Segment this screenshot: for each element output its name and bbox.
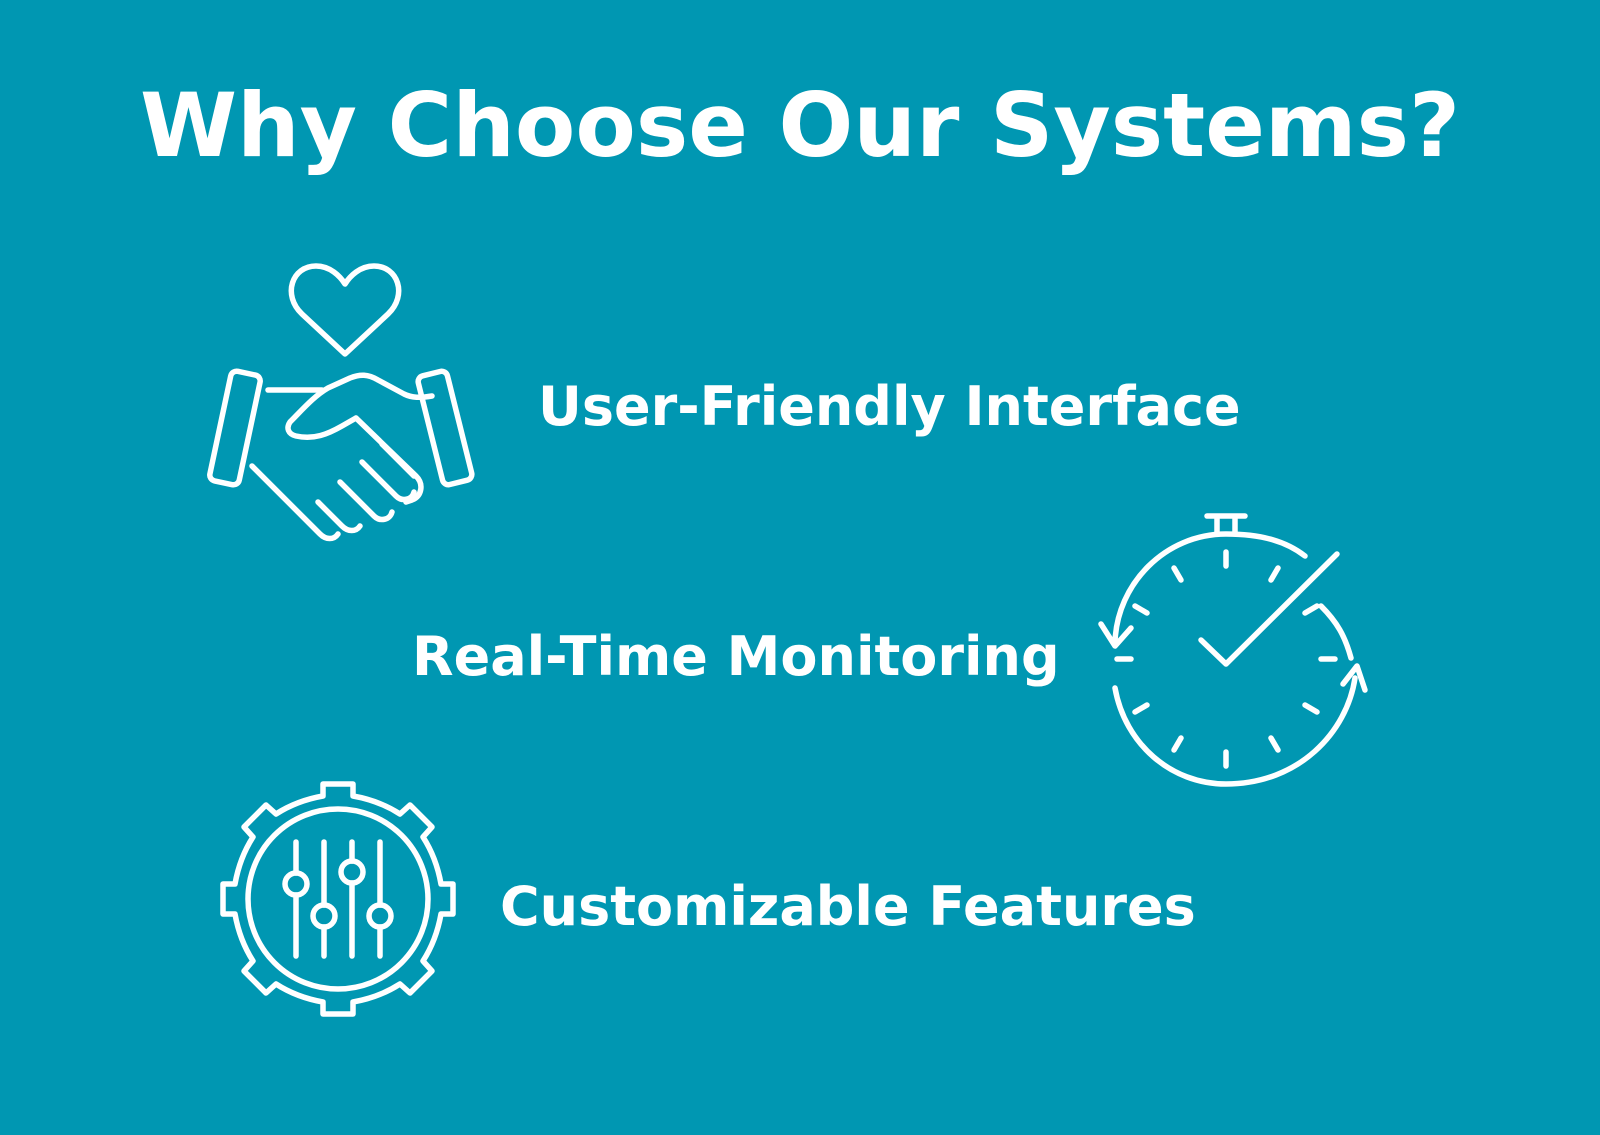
feature-label-user-friendly: User-Friendly Interface bbox=[538, 375, 1241, 438]
feature-label-customizable: Customizable Features bbox=[500, 875, 1196, 938]
handshake-heart-icon bbox=[200, 262, 500, 554]
page-title: Why Choose Our Systems? bbox=[139, 74, 1461, 177]
stopwatch-check-icon bbox=[1098, 512, 1405, 802]
feature-label-real-time: Real-Time Monitoring bbox=[412, 625, 1060, 688]
gear-sliders-icon bbox=[200, 780, 475, 1045]
